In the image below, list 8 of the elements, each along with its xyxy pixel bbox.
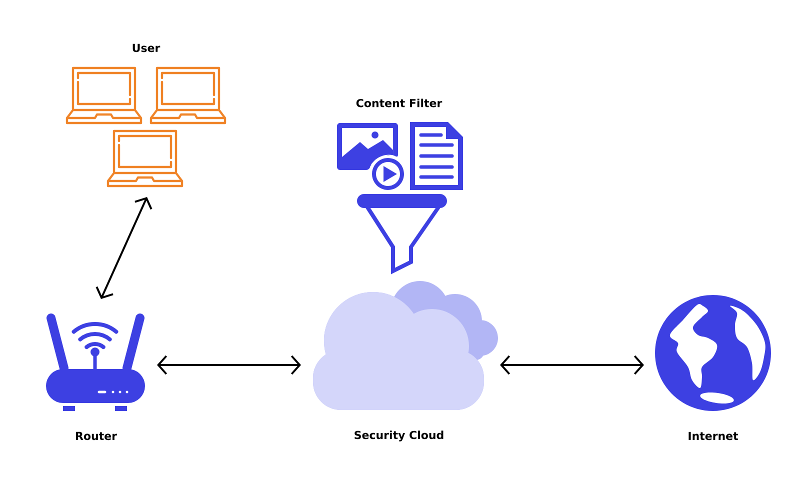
node-title: Router: [76, 432, 117, 440]
node-title: Content Filter: [356, 98, 442, 108]
node-title: Security Cloud: [354, 430, 444, 442]
arrow: [500, 355, 644, 375]
arrow: [157, 355, 301, 375]
node-title: Internet: [688, 432, 738, 440]
arrow: [96, 197, 152, 299]
node-title: User: [132, 44, 160, 52]
